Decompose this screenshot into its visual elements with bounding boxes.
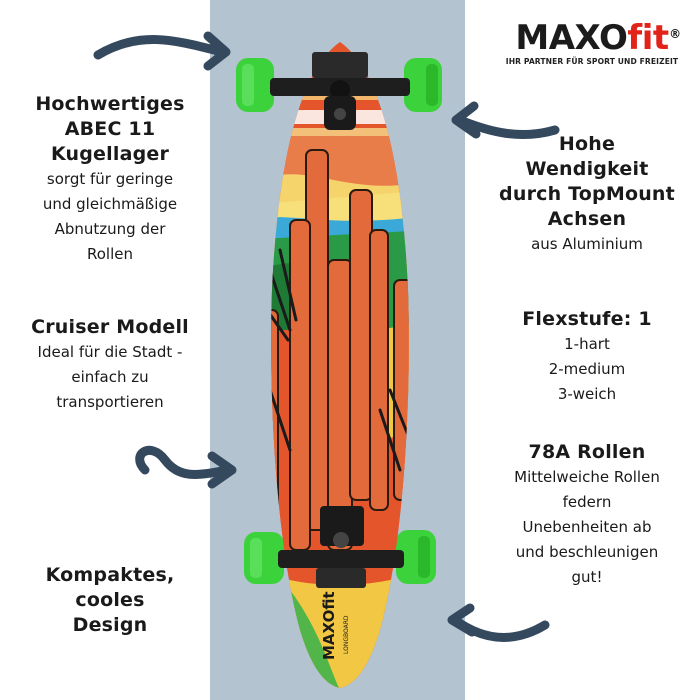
flex-option: 3-weich [557, 385, 617, 403]
design-title-line: cooles [75, 589, 145, 611]
trucks-text: aus Aluminium [531, 235, 643, 253]
wheels-feature: 78A Rollen Mittelweiche Rollen federn Un… [478, 440, 696, 590]
brand-name: MAXOfit® [515, 18, 681, 58]
wheels-text-line: Mittelweiche Rollen [514, 468, 660, 486]
bearings-title-line: Kugellager [50, 143, 170, 165]
board-logo-brand: MAXOfit [320, 591, 338, 660]
flex-title: Flexstufe: 1 [522, 308, 652, 330]
trucks-title-line: Wendigkeit [525, 158, 649, 180]
bearings-title-line: Hochwertiges [35, 93, 185, 115]
bottom-truck [278, 506, 404, 588]
cruiser-text-line: Ideal für die Stadt - [37, 343, 183, 361]
brand-name-part2: fit [627, 18, 669, 58]
wheels-text-line: Unebenheiten ab [522, 518, 652, 536]
wheels-text-line: und beschleunigen [515, 543, 659, 561]
longboard-image: MAXOfit LONGBOARD [230, 30, 450, 690]
design-title-line: Kompaktes, [45, 564, 175, 586]
bearings-text-line: Abnutzung der [54, 220, 166, 238]
wheels-text-line: federn [562, 493, 612, 511]
trucks-title-line: Hohe [558, 133, 616, 155]
bearings-text-line: sorgt für geringe [46, 170, 174, 188]
design-feature: Kompaktes, cooles Design [5, 563, 215, 638]
cruiser-text-line: transportieren [56, 393, 164, 411]
wheels-title: 78A Rollen [528, 441, 646, 463]
flex-feature: Flexstufe: 1 1-hart 2-medium 3-weich [478, 307, 696, 407]
arrow-top-left [93, 35, 227, 60]
wheels-text-line: gut! [571, 568, 603, 586]
board-logo-sub: LONGBOARD [343, 615, 350, 654]
brand-name-part1: MAXO [515, 18, 628, 58]
bottom-wheels [244, 530, 436, 584]
bearings-text-line: und gleichmäßige [42, 195, 178, 213]
top-wheels [236, 58, 442, 112]
cruiser-feature: Cruiser Modell Ideal für die Stadt - ein… [5, 315, 215, 415]
flex-option: 1-hart [564, 335, 610, 353]
trucks-title-line: Achsen [547, 208, 627, 230]
flex-option: 2-medium [548, 360, 626, 378]
brand-tagline: IHR PARTNER FÜR SPORT UND FREIZEIT [505, 57, 679, 66]
top-truck [270, 52, 410, 130]
board-logo: MAXOfit LONGBOARD [320, 591, 350, 660]
bearings-text-line: Rollen [87, 245, 133, 263]
arrow-bottom-right [450, 615, 550, 642]
design-title-line: Design [72, 614, 148, 636]
bearings-title-line: ABEC 11 [64, 118, 156, 140]
bearings-feature: Hochwertiges ABEC 11 Kugellager sorgt fü… [5, 92, 215, 267]
brand-logo: MAXOfit® IHR PARTNER FÜR SPORT UND FREIZ… [492, 20, 692, 66]
trucks-feature: Hohe Wendigkeit durch TopMount Achsen au… [478, 132, 696, 257]
cruiser-title: Cruiser Modell [31, 316, 189, 338]
registered-mark: ® [669, 27, 681, 41]
trucks-title-line: durch TopMount [499, 183, 675, 205]
cruiser-text-line: einfach zu [71, 368, 149, 386]
